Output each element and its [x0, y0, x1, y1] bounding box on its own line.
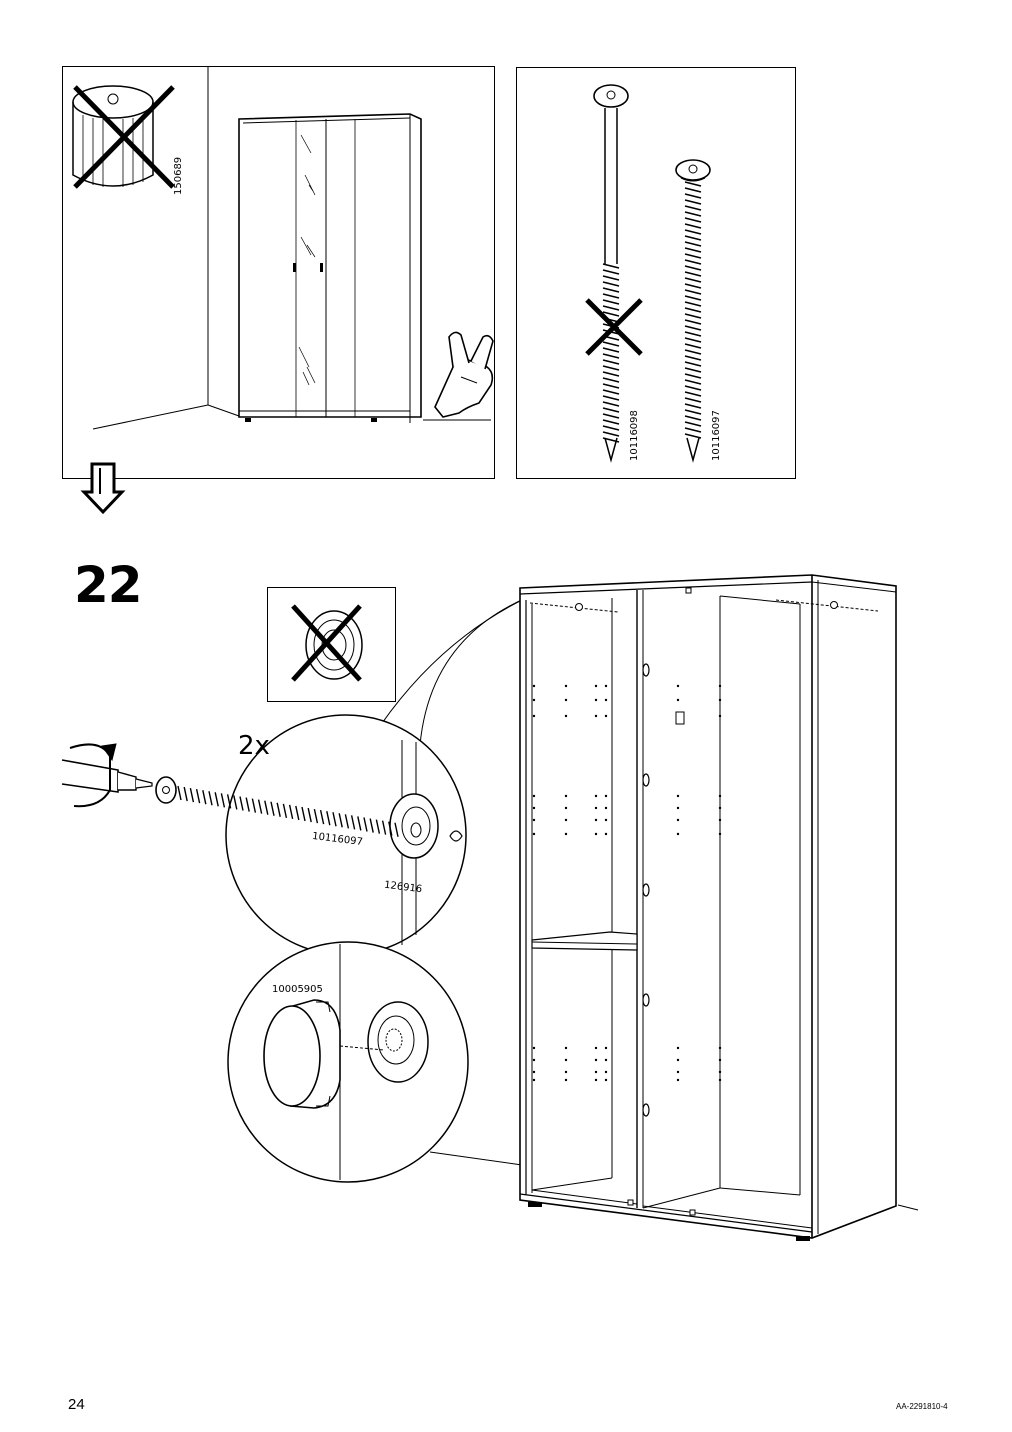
screw-comparison-illustration [585, 84, 711, 463]
screw-detail-circle [225, 714, 467, 956]
not-used-fitting-inset [267, 587, 396, 702]
document-id: AA-2291810-4 [896, 1402, 948, 1411]
wardrobe-against-wall-illustration [72, 67, 494, 430]
page-number: 24 [68, 1396, 85, 1413]
step-number: 22 [74, 556, 143, 614]
screw-10116097 [675, 159, 711, 463]
screw-selection-panel: 10116098 10116097 [516, 67, 796, 479]
screw-10116098-crossed [585, 84, 643, 463]
quantity-label: 2x [238, 731, 270, 761]
pointing-hand-icon [434, 331, 494, 418]
cabinet-frame [519, 574, 897, 1239]
crossed-out-fitting-illustration [291, 604, 363, 682]
wardrobe-context-panel: 150689 [62, 66, 495, 479]
cover-cap-detail-circle [227, 941, 469, 1183]
cover-cap-part-label: 10005905 [272, 984, 323, 995]
next-step-arrow-icon [80, 462, 126, 515]
wall-fixing-part-crossed [72, 85, 175, 189]
screwdriver-with-screw [61, 743, 399, 837]
